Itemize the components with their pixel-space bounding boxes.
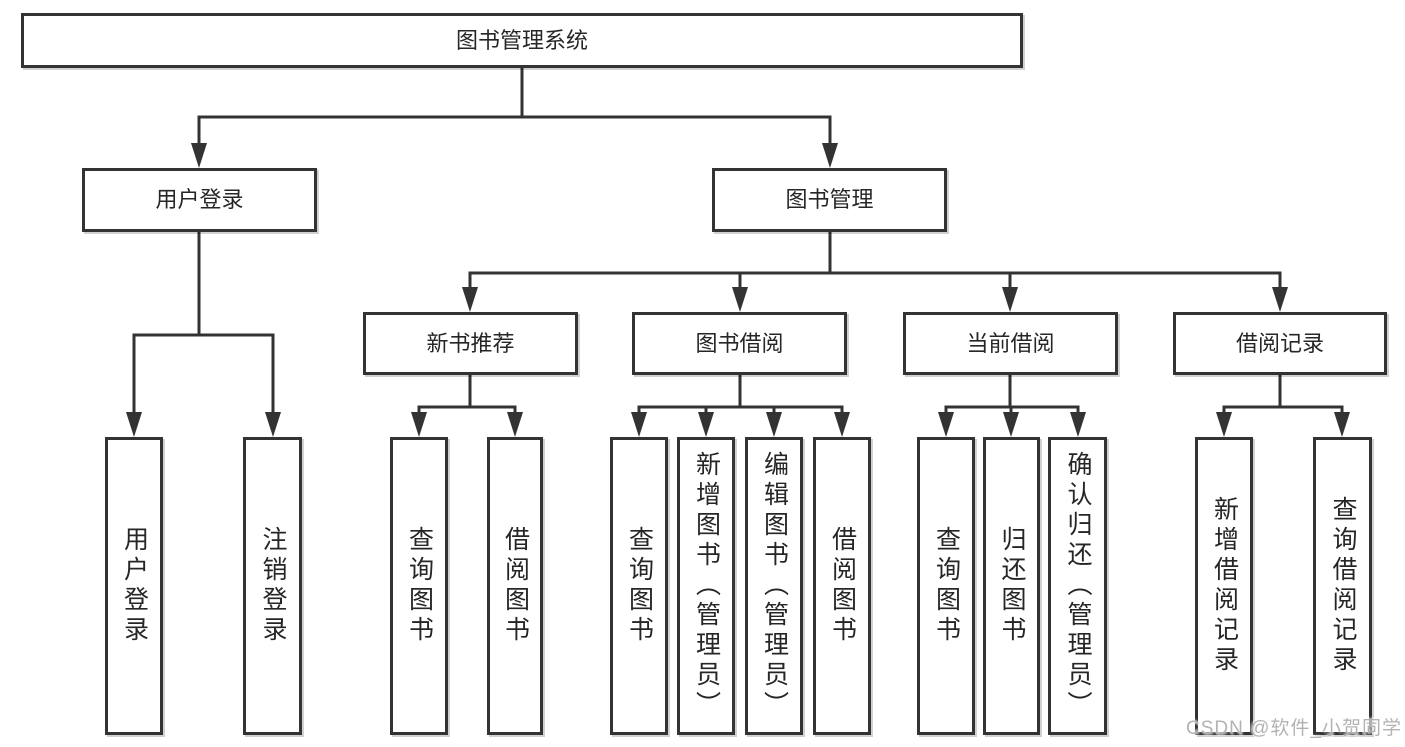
arrowhead-icon [265, 412, 281, 437]
csdn-watermark: CSDN @软件_小贺同学 [1186, 718, 1402, 739]
arrowhead-icon [1002, 287, 1018, 312]
node-current-query-book: 查询图书 [917, 437, 975, 735]
node-record-add-record: 新增借阅记录 [1195, 437, 1253, 735]
node-new-book-recommend: 新书推荐 [363, 312, 578, 375]
node-current-borrow: 当前借阅 [903, 312, 1118, 375]
node-record-query-record: 查询借阅记录 [1313, 437, 1372, 735]
node-leaf-logout: 注销登录 [243, 437, 302, 735]
arrowhead-icon [1003, 412, 1019, 437]
node-borrow-query-book: 查询图书 [610, 437, 668, 735]
node-root-system: 图书管理系统 [21, 13, 1023, 68]
arrowhead-icon [1334, 412, 1350, 437]
arrowhead-icon [507, 412, 523, 437]
connector-path [132, 66, 1344, 418]
arrowhead-icon [1070, 412, 1086, 437]
arrowhead-icon [191, 143, 207, 168]
arrowhead-icon [732, 287, 748, 312]
node-leaf-user-login: 用户登录 [105, 437, 163, 735]
arrowhead-icon [766, 412, 782, 437]
node-current-return-book: 归还图书 [983, 437, 1040, 735]
node-newrec-query-book: 查询图书 [390, 437, 448, 735]
arrowhead-icon [698, 412, 714, 437]
arrowhead-icon [822, 143, 838, 168]
node-borrow-edit-book-admin: 编辑图书（管理员） [745, 437, 803, 735]
arrowhead-icon [834, 412, 850, 437]
node-user-login: 用户登录 [82, 168, 317, 232]
arrowhead-icon [411, 412, 427, 437]
node-newrec-borrow-book: 借阅图书 [487, 437, 543, 735]
node-current-confirm-return-admin: 确认归还（管理员） [1048, 437, 1107, 735]
arrowhead-icon [938, 412, 954, 437]
node-book-borrow: 图书借阅 [632, 312, 847, 375]
node-borrow-add-book-admin: 新增图书（管理员） [677, 437, 735, 735]
arrowhead-icon [462, 287, 478, 312]
node-borrow-record: 借阅记录 [1173, 312, 1387, 375]
arrowhead-icon [1272, 287, 1288, 312]
arrowhead-icon [1216, 412, 1232, 437]
node-borrow-borrow-book: 借阅图书 [813, 437, 871, 735]
node-book-management: 图书管理 [712, 168, 947, 232]
arrowhead-icon [631, 412, 647, 437]
arrowhead-icon [126, 412, 142, 437]
